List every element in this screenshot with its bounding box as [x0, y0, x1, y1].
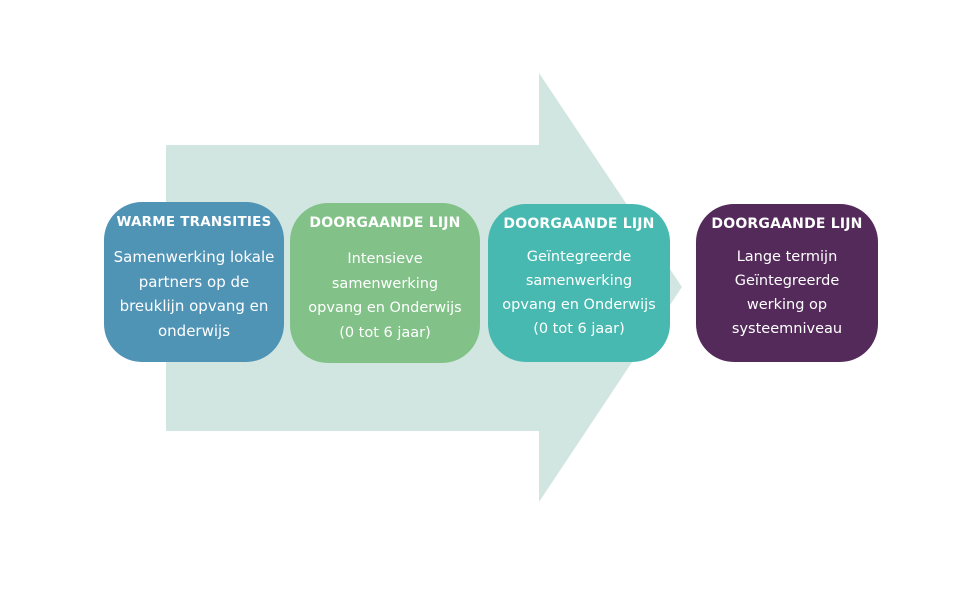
step-line: breuklijn opvang en [119, 297, 269, 315]
step-line: partners op de [138, 272, 250, 291]
step-title: DOORGAANDE LIJN [711, 216, 863, 232]
step-line: (0 tot 6 jaar) [339, 324, 431, 341]
step-line: Intensieve [347, 251, 423, 267]
step-description: Geïntegreerde samenwerking opvang en Ond… [488, 245, 670, 341]
step-line: opvang en Onderwijs [502, 297, 656, 313]
step-line: Geïntegreerde [734, 273, 840, 289]
step-title: DOORGAANDE LIJN [503, 216, 655, 232]
step-description: Lange termijn Geïntegreerde werking op s… [696, 245, 878, 341]
step-line: opvang en Onderwijs [308, 300, 462, 316]
step-title: WARME TRANSITIES [116, 214, 272, 230]
step-doorgaande-lijn-systeem: DOORGAANDE LIJN Lange termijn Geïntegree… [696, 204, 878, 362]
step-warme-transities: WARME TRANSITIES Samenwerking lokale par… [104, 202, 284, 362]
step-doorgaande-lijn-geintegreerd: DOORGAANDE LIJN Geïntegreerde samenwerki… [488, 204, 670, 362]
step-line: Samenwerking lokale [113, 248, 275, 266]
step-doorgaande-lijn-intensief: DOORGAANDE LIJN Intensieve samenwerking … [290, 203, 480, 363]
step-description: Samenwerking lokale partners op de breuk… [104, 245, 284, 343]
step-line: Geïntegreerde [526, 249, 632, 265]
step-line: werking op [746, 297, 828, 313]
step-line: Lange termijn [736, 249, 838, 265]
step-line: (0 tot 6 jaar) [533, 321, 625, 337]
step-line: onderwijs [157, 321, 231, 340]
step-line: samenwerking [331, 275, 439, 292]
step-line: systeemniveau [731, 321, 843, 337]
step-title: DOORGAANDE LIJN [309, 215, 461, 231]
step-line: samenwerking [525, 273, 633, 289]
step-description: Intensieve samenwerking opvang en Onderw… [290, 247, 480, 345]
